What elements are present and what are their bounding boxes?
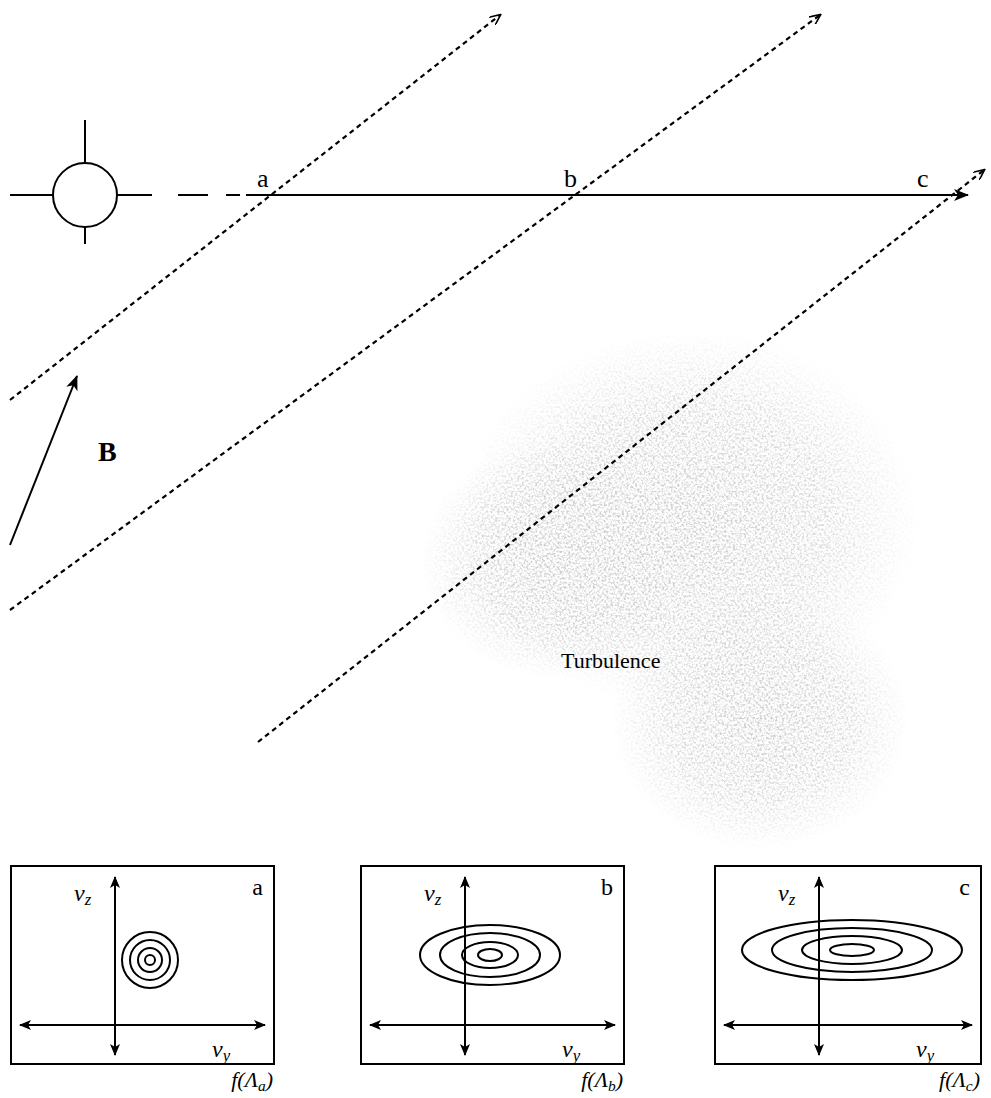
region-label: Turbulence — [560, 650, 661, 672]
turbulence-region — [380, 300, 940, 880]
distribution-c — [724, 877, 972, 1055]
distribution-label: f(Λa) — [231, 1069, 273, 1093]
trajectory-dashed — [178, 194, 240, 196]
distribution-a — [20, 877, 265, 1055]
distribution-panel: vzavyf(Λa) — [10, 865, 275, 1065]
distribution-label: f(Λb) — [581, 1069, 623, 1093]
axis-label: vz — [424, 881, 441, 909]
point-label: c — [916, 166, 930, 192]
axis-label: vz — [74, 881, 91, 909]
axis-label: vy — [562, 1037, 580, 1065]
panel-letter: a — [252, 875, 263, 899]
field-label: B — [97, 438, 118, 466]
panel-letter: b — [601, 875, 613, 899]
field-arrow — [10, 376, 77, 545]
trajectory-line — [246, 194, 968, 196]
spacecraft-symbol — [10, 120, 152, 244]
axis-label: vy — [212, 1037, 230, 1065]
panel-letter: c — [959, 875, 970, 899]
distribution-panel: vzbvyf(Λb) — [360, 865, 625, 1065]
axis-label: vy — [916, 1037, 934, 1065]
point-label: a — [256, 166, 270, 192]
distribution-panel: vzcvyf(Λc) — [714, 865, 982, 1065]
distribution-label: f(Λc) — [939, 1069, 980, 1093]
distribution-b — [370, 877, 615, 1055]
point-label: b — [563, 166, 578, 192]
field-lines — [10, 15, 984, 742]
axis-label: vz — [778, 881, 795, 909]
